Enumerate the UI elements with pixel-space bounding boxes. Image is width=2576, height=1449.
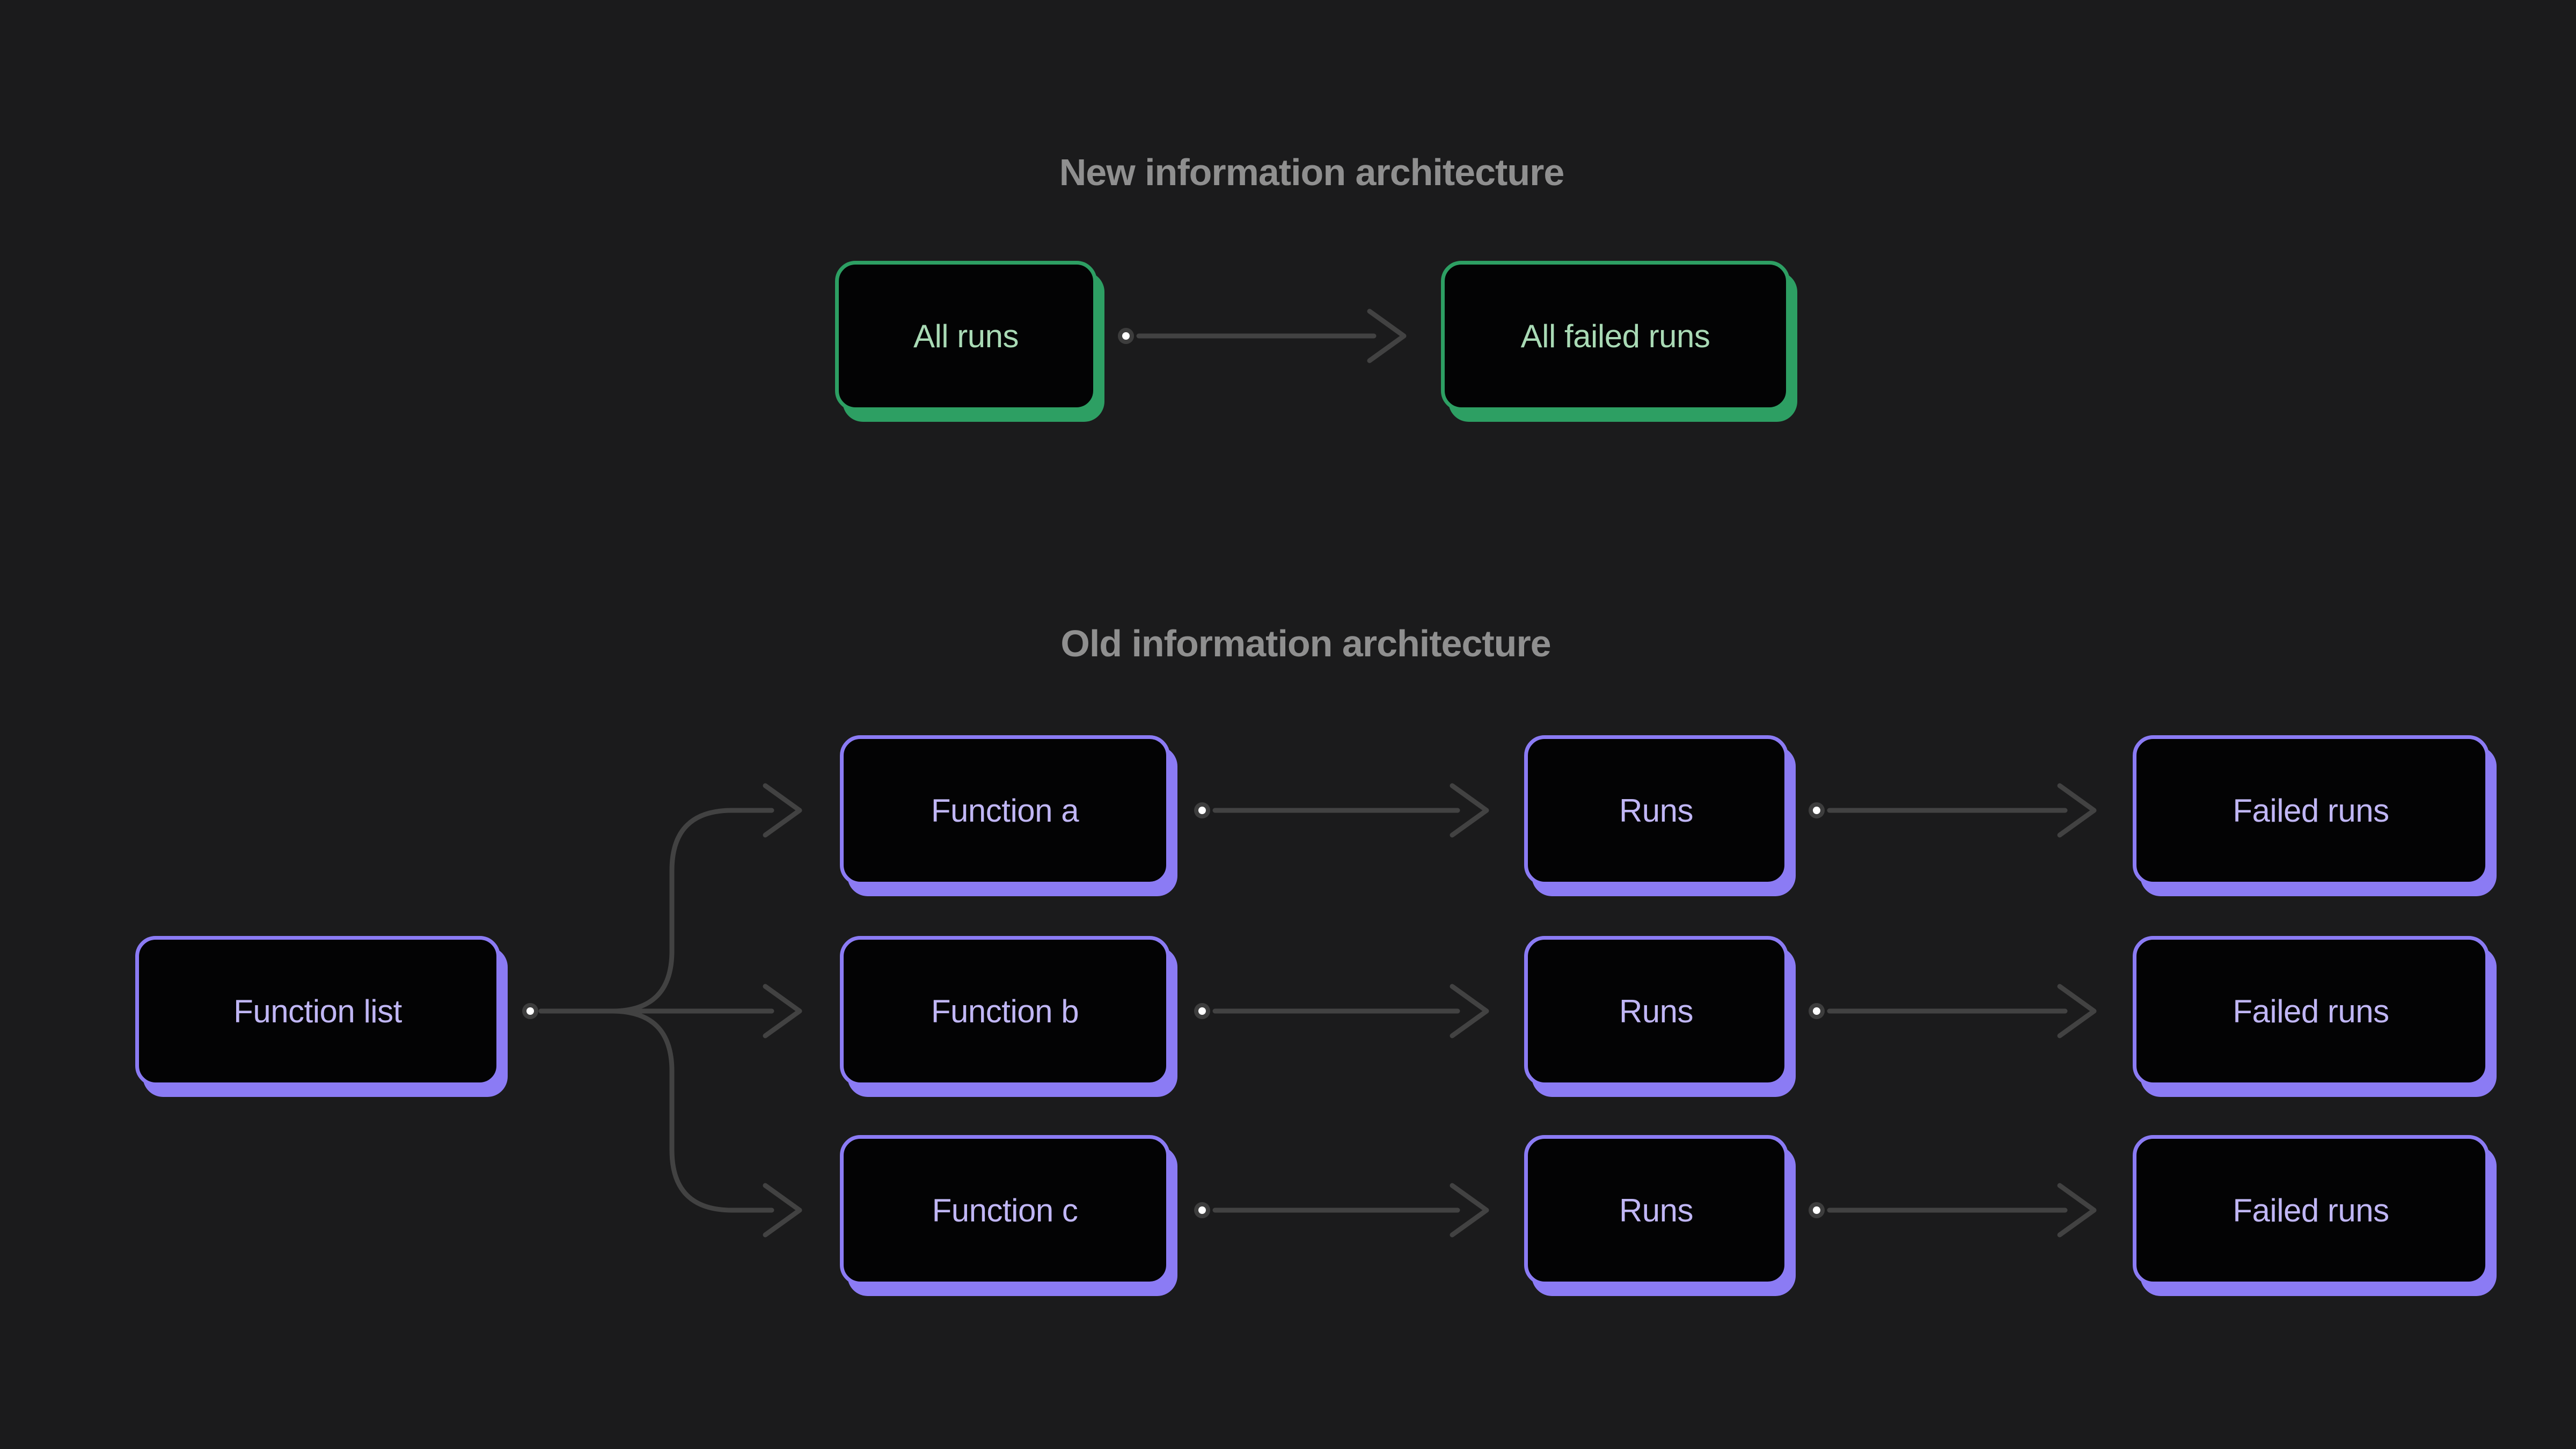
arrowhead-icon: [2057, 783, 2097, 838]
node-failed-runs-c: Failed runs: [2133, 1135, 2489, 1285]
node-runs-a: Runs: [1524, 735, 1788, 885]
connector-row-b: [1194, 984, 2097, 1038]
arrowhead-icon: [763, 1183, 802, 1238]
node-function-b: Function b: [840, 936, 1170, 1086]
node-runs-b: Runs: [1524, 936, 1788, 1086]
connector-origin-dot-core: [1198, 1007, 1206, 1015]
fork-branch-up-line: [538, 808, 774, 1014]
arrowhead-icon: [763, 984, 802, 1038]
connector-row-a: [1194, 783, 2097, 838]
connector-origin-dot-core: [1198, 807, 1206, 814]
node-function-a: Function a: [840, 735, 1170, 885]
connector-origin-dot-core: [526, 1007, 534, 1015]
arrowhead-icon: [2057, 984, 2097, 1038]
arrowhead-icon: [1450, 984, 1489, 1038]
connector-origin-dot-core: [1198, 1206, 1206, 1214]
node-function-c: Function c: [840, 1135, 1170, 1285]
arrowhead-icon: [763, 783, 802, 838]
connector-origin-dot-core: [1122, 332, 1130, 340]
connector-origin-dot-core: [1813, 807, 1820, 814]
arrowhead-icon: [1450, 1183, 1489, 1238]
old-architecture-title: Old information architecture: [1060, 623, 1551, 664]
node-all-runs: All runs: [835, 261, 1097, 411]
node-all-failed-runs: All failed runs: [1441, 261, 1790, 411]
new-architecture-title: New information architecture: [1059, 151, 1565, 193]
node-function-list: Function list: [135, 936, 500, 1086]
connector-origin-dot-core: [1813, 1007, 1820, 1015]
connector-all-runs-to-all-failed-runs: [1118, 309, 1407, 363]
connector-function-list-fork: [522, 783, 802, 1238]
node-failed-runs-a: Failed runs: [2133, 735, 2489, 885]
arrowhead-icon: [1367, 309, 1407, 363]
node-failed-runs-b: Failed runs: [2133, 936, 2489, 1086]
arrowhead-icon: [2057, 1183, 2097, 1238]
connector-origin-dot-core: [1813, 1206, 1820, 1214]
connector-row-c: [1194, 1183, 2097, 1238]
fork-branch-down-line: [538, 1008, 774, 1213]
arrowhead-icon: [1450, 783, 1489, 838]
node-runs-c: Runs: [1524, 1135, 1788, 1285]
